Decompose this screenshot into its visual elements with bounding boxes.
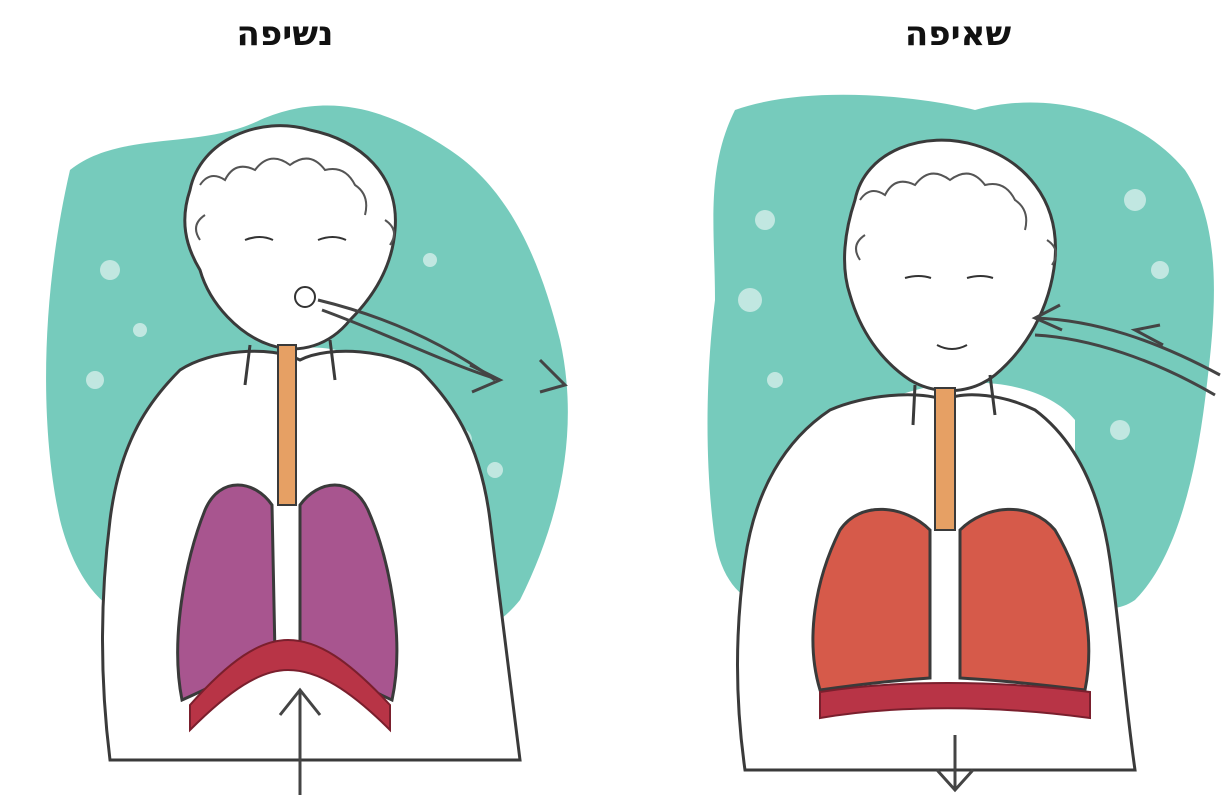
inhale-panel: שאיפה <box>615 0 1230 801</box>
inhale-illustration <box>615 0 1230 801</box>
exhale-illustration <box>0 0 615 801</box>
trachea <box>935 388 955 530</box>
exhale-panel: נשיפה <box>0 0 615 801</box>
trachea <box>278 345 296 505</box>
